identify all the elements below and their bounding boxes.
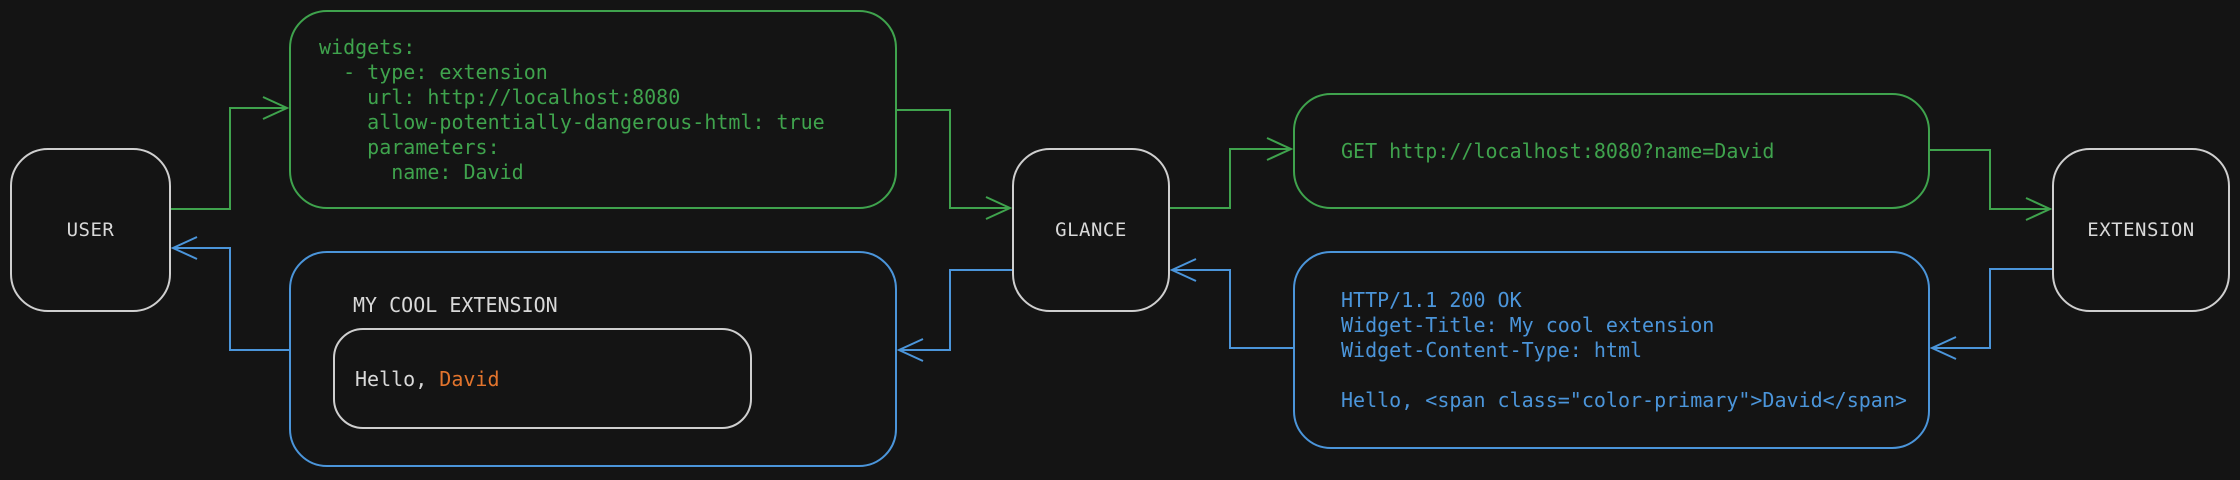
node-user-label: USER bbox=[66, 219, 115, 241]
widget-greeting-box: Hello, David bbox=[333, 328, 752, 429]
config-yaml-code: widgets: - type: extension url: http://l… bbox=[319, 34, 825, 184]
arrow-widget-to-user bbox=[170, 236, 289, 351]
arrow-glance-to-request bbox=[1170, 137, 1294, 209]
node-extension-label: EXTENSION bbox=[2087, 219, 2195, 241]
greeting-name: David bbox=[439, 366, 500, 391]
widget-title: MY COOL EXTENSION bbox=[353, 293, 558, 317]
http-response-box: HTTP/1.1 200 OK Widget-Title: My cool ex… bbox=[1293, 251, 1930, 449]
node-glance-label: GLANCE bbox=[1055, 219, 1127, 241]
greeting-prefix: Hello, bbox=[355, 366, 440, 391]
arrow-config-to-glance bbox=[897, 109, 1013, 220]
config-yaml-box: widgets: - type: extension url: http://l… bbox=[289, 10, 897, 209]
http-response-code: HTTP/1.1 200 OK Widget-Title: My cool ex… bbox=[1341, 287, 1907, 412]
arrow-extension-to-response bbox=[1929, 268, 2052, 360]
node-glance: GLANCE bbox=[1012, 148, 1170, 312]
arrow-user-to-config bbox=[171, 96, 290, 210]
node-extension: EXTENSION bbox=[2052, 148, 2230, 312]
arrow-glance-to-widget bbox=[896, 269, 1012, 362]
arrow-request-to-extension bbox=[1930, 149, 2053, 221]
http-request-text: GET http://localhost:8080?name=David bbox=[1341, 138, 1775, 163]
node-user: USER bbox=[10, 148, 171, 312]
http-request-box: GET http://localhost:8080?name=David bbox=[1293, 93, 1930, 209]
rendered-widget-box: MY COOL EXTENSION Hello, David bbox=[289, 251, 897, 467]
arrow-response-to-glance bbox=[1169, 258, 1293, 349]
